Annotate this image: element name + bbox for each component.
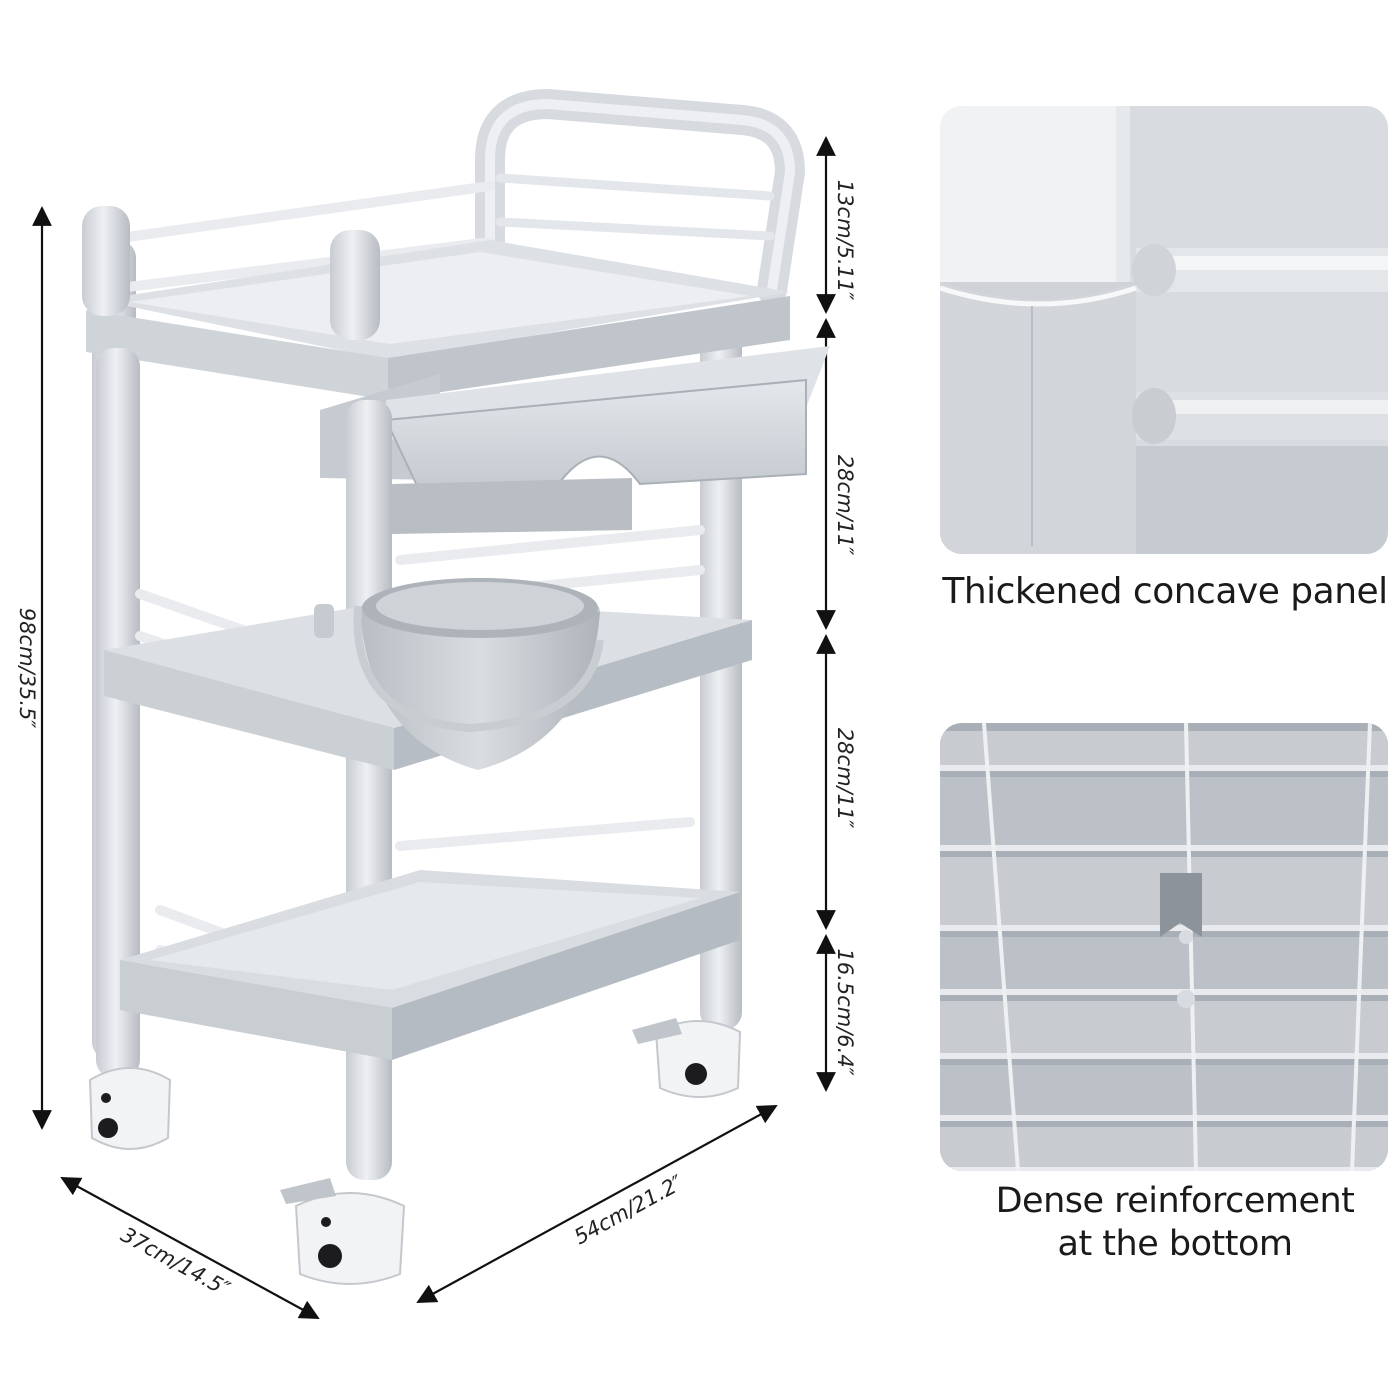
dim-line-depth: [60, 1177, 320, 1319]
back-pole-right: [700, 330, 742, 1030]
bucket: [314, 578, 604, 770]
dim-label-handle: 13cm/5.11″: [833, 180, 857, 301]
caption-concave-panel: Thickened concave panel: [942, 571, 1388, 612]
dim-label-tier-top: 28cm/11″: [833, 455, 857, 556]
wheel-front-right: [280, 1178, 406, 1285]
caption-reinforcement: Dense reinforcement at the bottom: [995, 1181, 1355, 1264]
wheel-front-left: [88, 1067, 172, 1150]
dimension-lines: [32, 136, 836, 1319]
dim-label-tier-mid: 28cm/11″: [833, 728, 857, 829]
dim-label-base: 16.5cm/6.4″: [833, 948, 857, 1075]
closeup-concave-panel: [940, 106, 1388, 554]
bottom-tray: [120, 817, 740, 1060]
cart: [82, 88, 830, 1285]
dim-line-width: [416, 1105, 778, 1303]
reinforcement-grid-photo: [940, 723, 1388, 1171]
dim-label-height: 98cm/35.5″: [15, 608, 39, 729]
front-pole-left: [96, 348, 140, 1078]
wheel-back-right: [632, 1018, 742, 1098]
top-tray: [86, 240, 790, 400]
bucket-handle: [353, 605, 604, 733]
closeup-reinforcement: [940, 723, 1388, 1171]
front-pole-right: [346, 400, 392, 1180]
concave-panel-photo: [940, 106, 1388, 554]
